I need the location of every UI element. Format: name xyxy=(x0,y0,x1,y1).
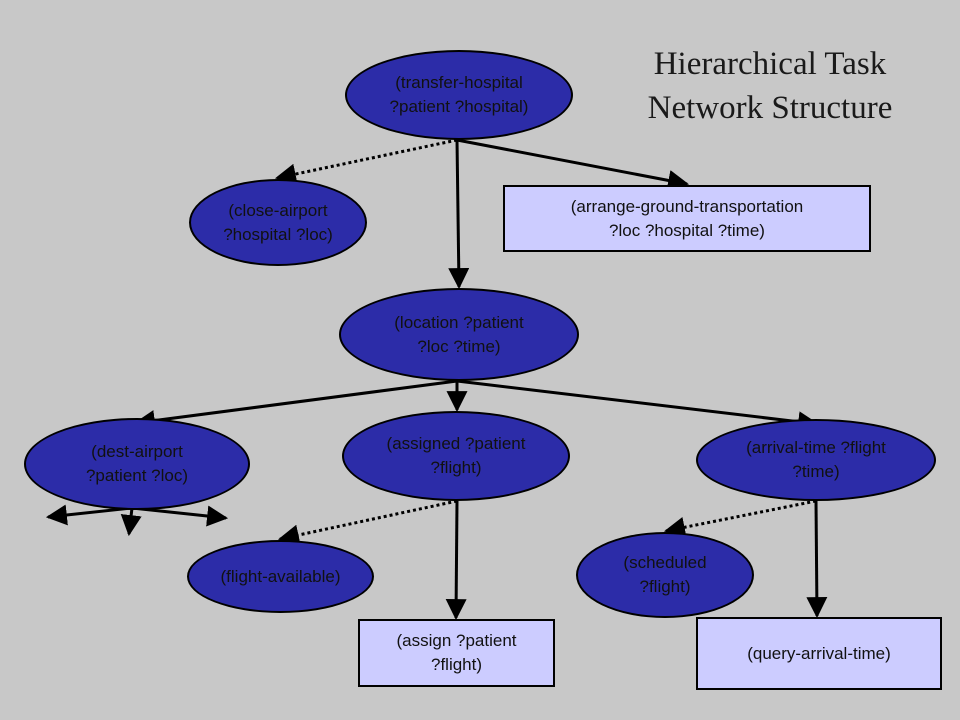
node-dest-airport: (dest-airport ?patient ?loc) xyxy=(24,418,250,510)
edge-assigned-to-flight-available xyxy=(277,499,458,546)
edge-location-to-arrival-time xyxy=(456,379,820,433)
edges-layer xyxy=(45,138,828,621)
edge-transfer-hospital-to-arrange-ground-transportation xyxy=(456,138,690,191)
node-label-line: ?hospital ?loc) xyxy=(223,224,333,244)
node-scheduled: (scheduled ?flight) xyxy=(576,532,754,618)
node-label-line: ?loc ?time) xyxy=(417,336,501,356)
node-query-arrival-time: (query-arrival-time) xyxy=(696,617,942,690)
node-label-line: ?time) xyxy=(792,462,840,481)
edge-transfer-hospital-to-location xyxy=(448,139,470,290)
node-label-line: (arrange-ground-transportation xyxy=(570,196,804,216)
node-close-airport: (close-airport ?hospital ?loc) xyxy=(189,179,367,266)
node-label-line: ?flight) xyxy=(639,577,691,596)
edge-location-to-dest-airport xyxy=(133,379,458,431)
edge-dest-airport-to-unexpanded-down xyxy=(120,507,142,537)
node-label-line: ?loc ?hospital ?time) xyxy=(609,220,765,240)
node-label-line: ?flight) xyxy=(430,655,483,674)
node-assigned: (assigned ?patient ?flight) xyxy=(342,411,570,501)
edge-transfer-hospital-to-close-airport xyxy=(274,138,458,185)
node-location: (location ?patient ?loc ?time) xyxy=(339,288,579,381)
title-line-2: Network Structure xyxy=(647,90,893,126)
node-flight-available: (flight-available) xyxy=(187,540,374,613)
edge-arrival-time-to-query-arrival-time xyxy=(806,500,828,619)
node-transfer-hospital: (transfer-hospital ?patient ?hospital) xyxy=(345,50,573,140)
node-label-line: (transfer-hospital xyxy=(395,73,523,92)
diagram-title: Hierarchical Task Network Structure xyxy=(600,42,940,130)
node-label-line: (scheduled xyxy=(623,553,707,572)
node-label-line: ?patient ?loc) xyxy=(85,466,189,485)
edge-dest-airport-to-unexpanded-left xyxy=(45,504,133,526)
node-arrange-ground-transportation: (arrange-ground-transportation ?loc ?hos… xyxy=(503,185,871,252)
node-label-line: (flight-available) xyxy=(220,566,341,586)
node-label-line: (assigned ?patient xyxy=(386,434,526,453)
node-assign: (assign ?patient ?flight) xyxy=(358,619,555,687)
node-label-line: (dest-airport xyxy=(91,442,183,461)
node-label-line: (query-arrival-time) xyxy=(747,643,891,663)
node-label-line: (assign ?patient xyxy=(396,631,517,650)
node-label-line: ?patient ?hospital) xyxy=(389,97,529,116)
node-label-line: ?flight) xyxy=(430,458,482,477)
edge-arrival-time-to-scheduled xyxy=(663,499,817,538)
title-line-1: Hierarchical Task xyxy=(653,46,887,82)
edge-assigned-to-assign xyxy=(445,500,467,621)
node-label-line: (close-airport xyxy=(228,200,328,220)
node-label-line: (location ?patient xyxy=(394,312,524,332)
node-label-line: (arrival-time ?flight xyxy=(746,438,886,457)
node-arrival-time: (arrival-time ?flight ?time) xyxy=(696,419,936,501)
